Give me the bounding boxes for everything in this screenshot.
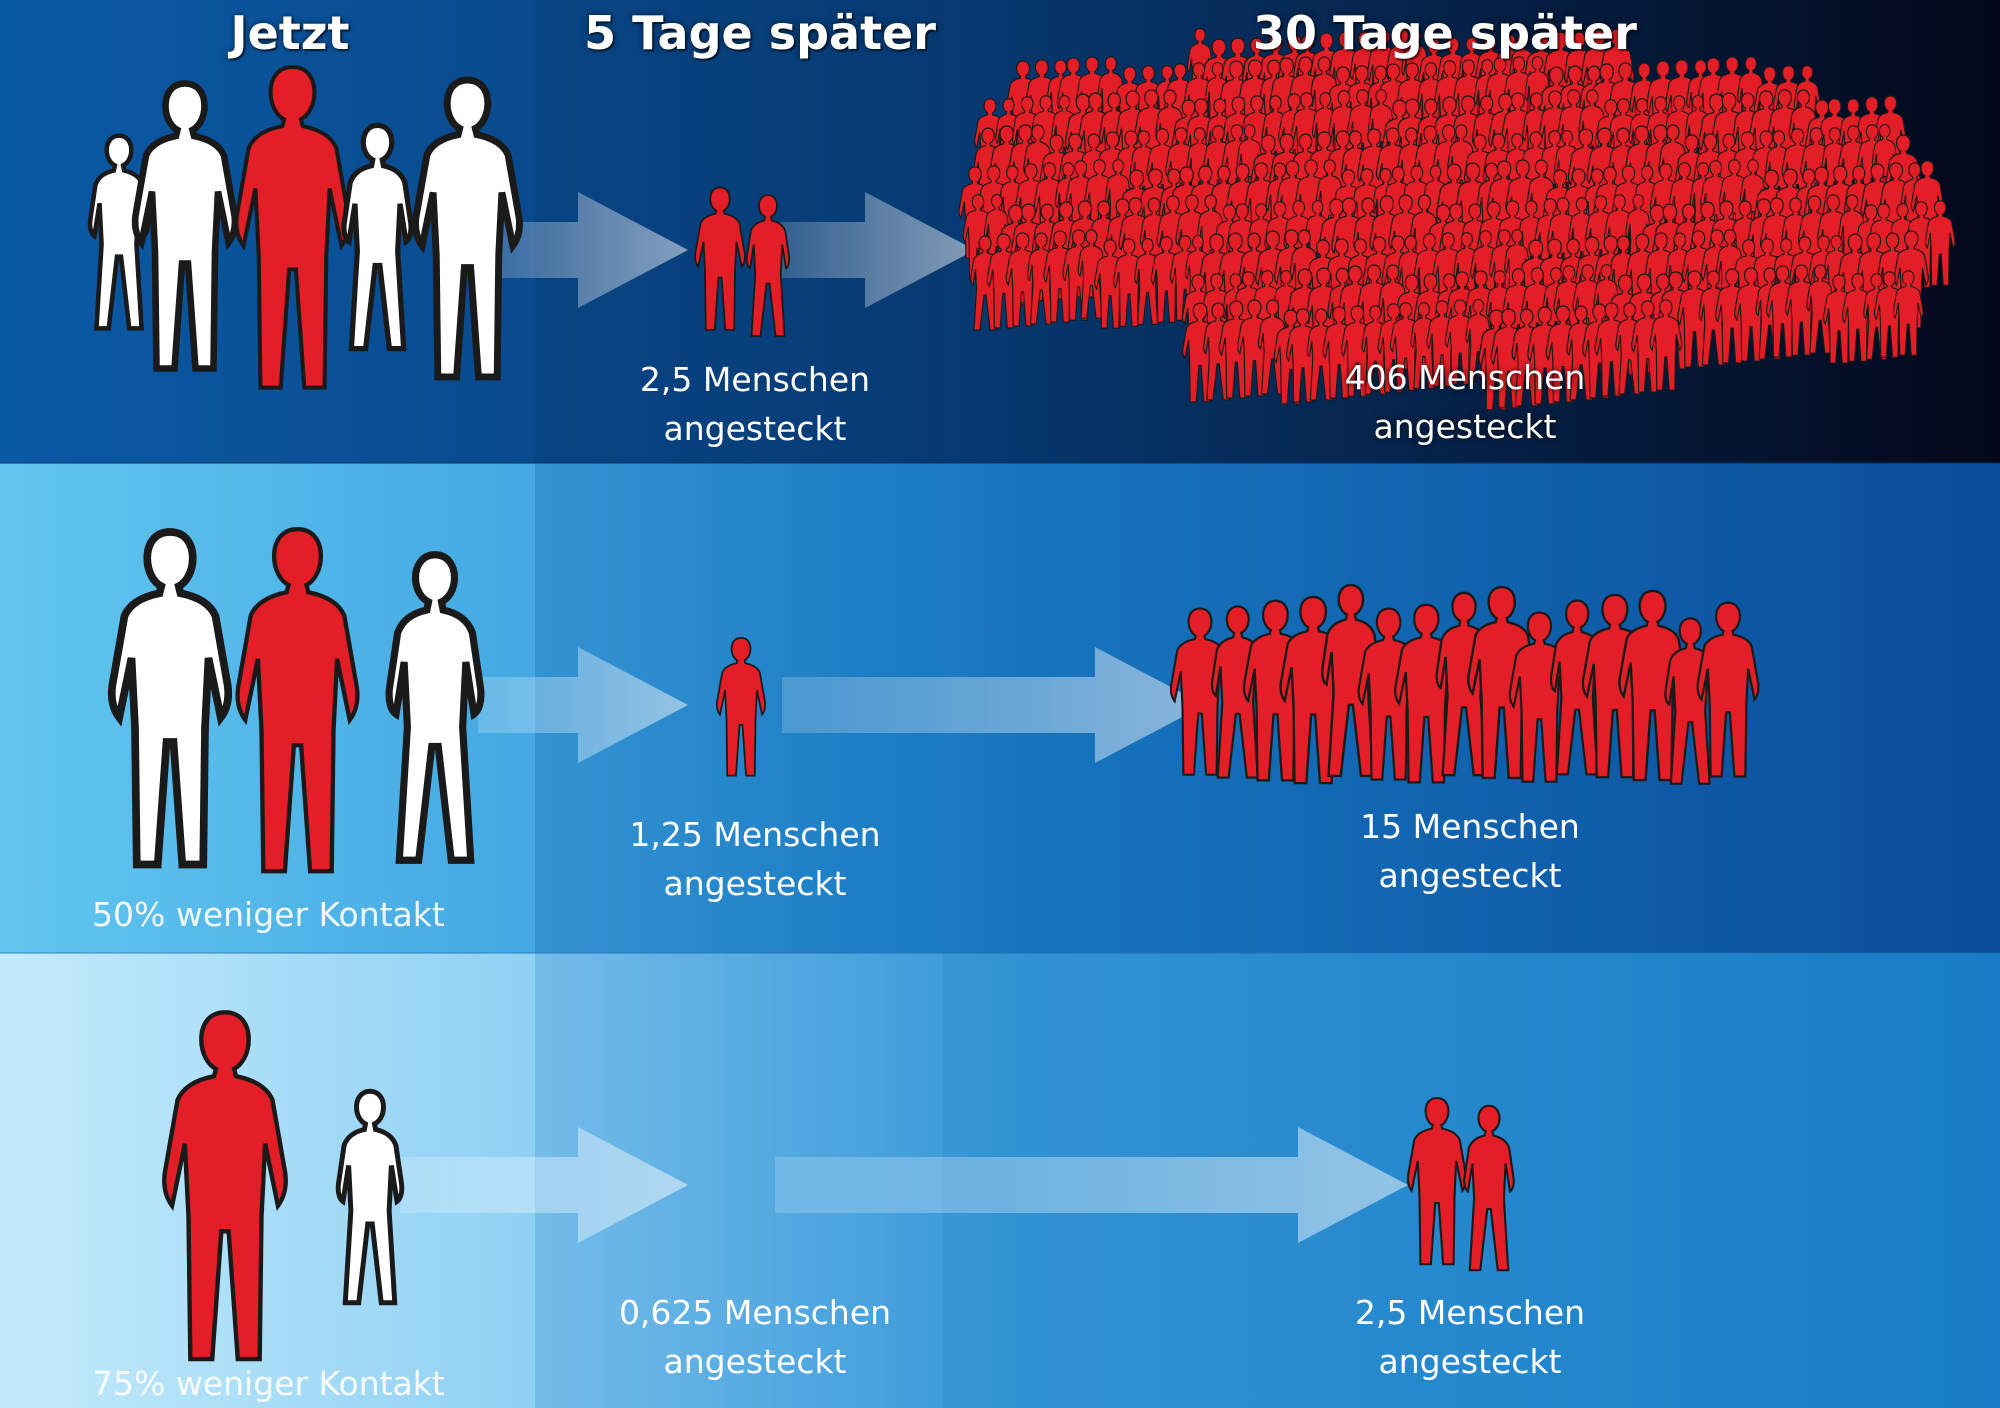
row1-day30-suffix: angesteckt <box>1373 407 1557 446</box>
row3-day30-suffix: angesteckt <box>1378 1342 1562 1381</box>
progression-arrows <box>400 192 1408 1243</box>
row1-day30-count-text: 406 Menschen <box>1344 358 1586 397</box>
row2-arrow-day5-to-day30 <box>782 647 1205 763</box>
row1-arrow-day5-to-day30 <box>780 192 975 308</box>
row3-arrow-day5-to-day30 <box>775 1127 1408 1243</box>
row3-day5-suffix: angesteckt <box>663 1342 847 1381</box>
row2-day30-label: 15 Menschen angesteckt <box>1295 802 1645 900</box>
header-5-days: 5 Tage später <box>584 6 936 60</box>
row1-day5-label: 2,5 Menschen angesteckt <box>580 355 930 453</box>
row1-day30-label: 406 Menschen angesteckt <box>1290 353 1640 451</box>
row2-day5-label: 1,25 Menschen angesteckt <box>580 810 930 908</box>
row2-day30-suffix: angesteckt <box>1378 856 1562 895</box>
row1-arrow-now-to-day5 <box>488 192 688 308</box>
row2-day5-count-text: 1,25 Menschen <box>629 815 881 854</box>
row3-day5-label: 0,625 Menschen angesteckt <box>580 1288 930 1386</box>
row1-day5-count-text: 2,5 Menschen <box>639 360 871 399</box>
row3-contact-label: 75% weniger Kontakt <box>92 1364 445 1403</box>
header-30-days: 30 Tage später <box>1253 6 1637 60</box>
row3-day30-count-text: 2,5 Menschen <box>1354 1293 1586 1332</box>
header-now: Jetzt <box>230 6 350 60</box>
row2-arrow-now-to-day5 <box>478 647 688 763</box>
row2-day30-count-text: 15 Menschen <box>1360 807 1580 846</box>
row3-day5-count-text: 0,625 Menschen <box>618 1293 892 1332</box>
row3-day30-label: 2,5 Menschen angesteckt <box>1295 1288 1645 1386</box>
row2-day5-suffix: angesteckt <box>663 864 847 903</box>
row1-day5-suffix: angesteckt <box>663 409 847 448</box>
row2-contact-label: 50% weniger Kontakt <box>92 895 445 934</box>
row3-arrow-now-to-day5 <box>400 1127 688 1243</box>
